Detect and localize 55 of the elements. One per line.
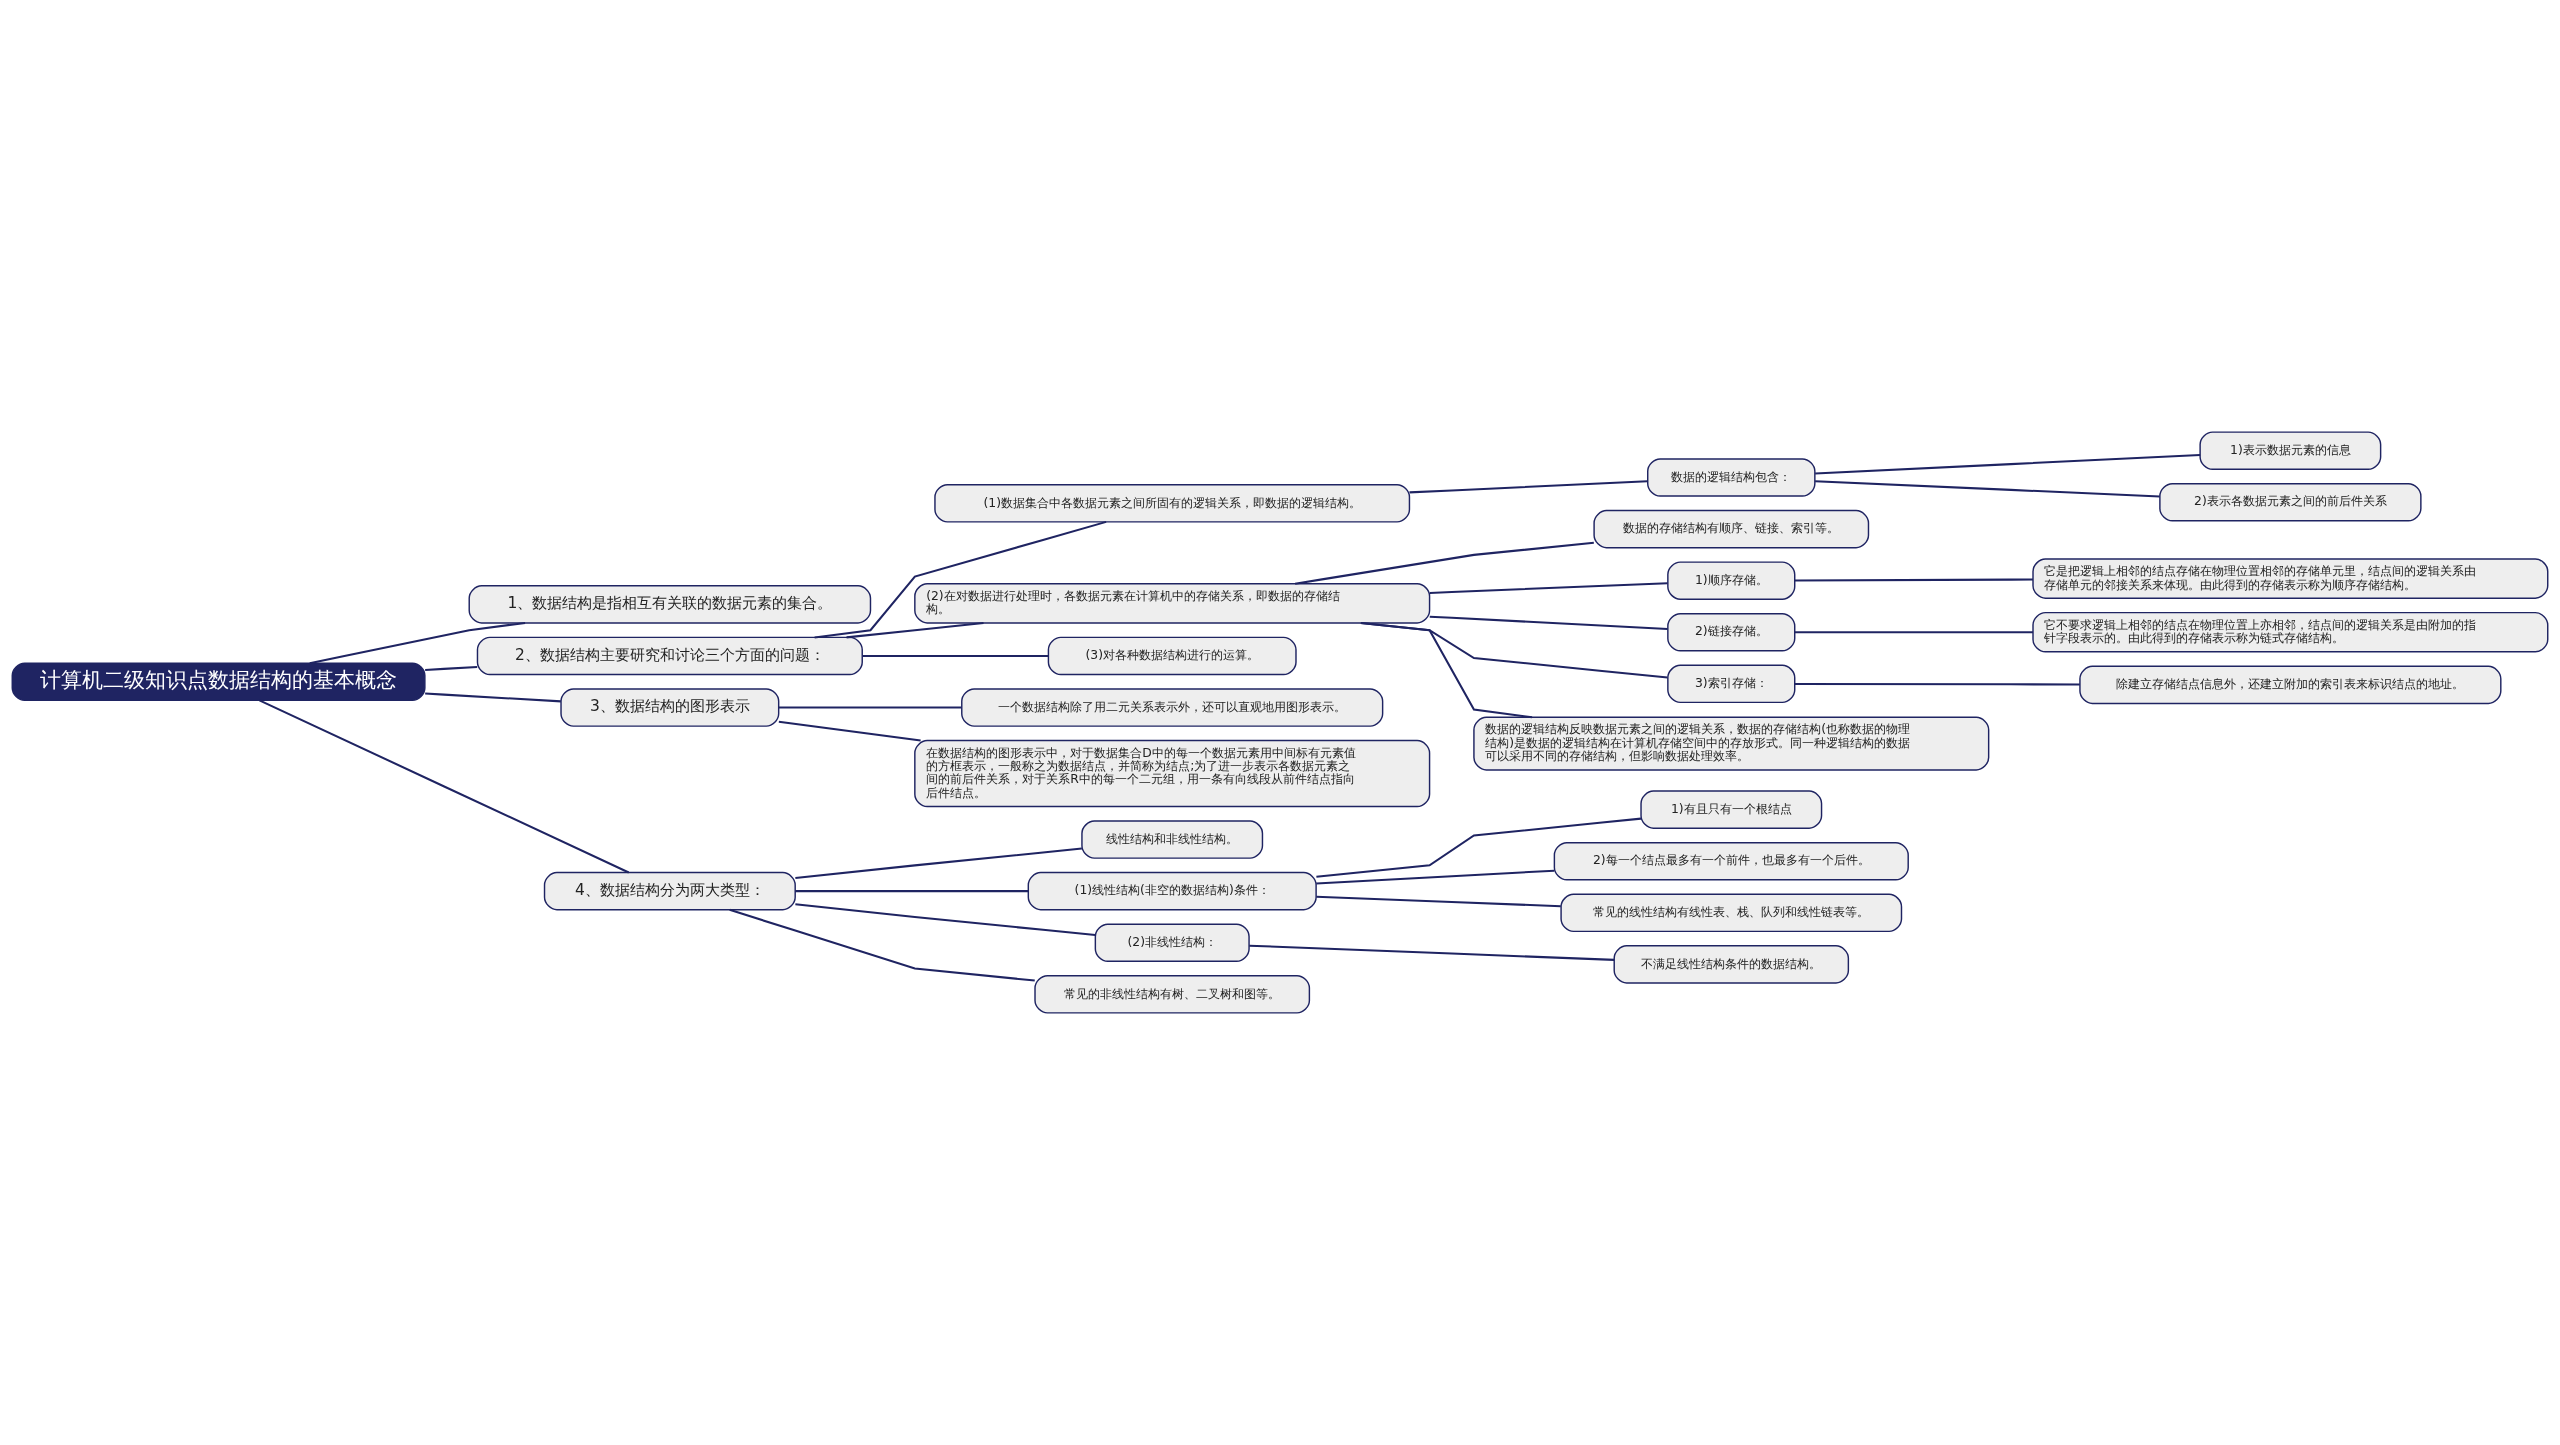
connector xyxy=(814,520,1107,639)
node-box: 3、数据结构的图形表示 xyxy=(560,688,780,727)
node-box: 1)有且只有一个根结点 xyxy=(1640,790,1823,829)
node-box: (1)数据集合中各数据元素之间所固有的逻辑关系，即数据的逻辑结构。 xyxy=(934,484,1411,523)
connector xyxy=(1815,453,2201,475)
connector xyxy=(729,908,1035,982)
node-box: 它是把逻辑上相邻的结点存储在物理位置相邻的存储单元里，结点间的逻辑关系由存储单元的邻接关系来体现。由此得到的存储表示称为顺序存储结构。 xyxy=(2032,558,2549,599)
connector xyxy=(1316,869,1555,885)
node-box: 2)链接存储。 xyxy=(1667,612,1796,652)
connector xyxy=(1249,944,1615,961)
connector xyxy=(425,665,478,671)
node-box: 数据的逻辑结构反映数据元素之间的逻辑关系，数据的存储结构(也称数据的物理结构)是数据的逻辑结构在计算机存储空间中的存放形式。同一种逻辑结构的数据可以采用不同的存储结构，但影响数据处理效率。 xyxy=(1473,716,1990,771)
node-box: 数据的逻辑结构包含： xyxy=(1647,458,1816,497)
connector xyxy=(259,699,630,874)
connector xyxy=(846,621,984,639)
connector xyxy=(1794,631,2033,634)
node-box: (2)非线性结构： xyxy=(1094,923,1250,962)
node-box: 不满足线性结构条件的数据结构。 xyxy=(1613,945,1850,984)
node-box: 2)表示各数据元素之间的前后件关系 xyxy=(2159,482,2422,522)
connector xyxy=(1294,541,1594,585)
node-box: 2)每一个结点最多有一个前件，也最多有一个后件。 xyxy=(1553,841,1909,881)
connector xyxy=(1815,480,2160,498)
node-box: 数据的存储结构有顺序、链接、索引等。 xyxy=(1593,509,1870,549)
connector xyxy=(795,890,1028,893)
connector xyxy=(1360,621,1533,719)
connector xyxy=(1429,615,1668,630)
node-box: 它不要求逻辑上相邻的结点在物理位置上亦相邻，结点间的逻辑关系是由附加的指针字段表示的。由此得到的存储表示称为链式存储结构。 xyxy=(2032,611,2549,653)
node-box: 一个数据结构除了用二元关系表示外，还可以直观地用图形表示。 xyxy=(961,688,1384,727)
connector xyxy=(1409,480,1648,494)
connector xyxy=(795,903,1096,937)
connector xyxy=(425,692,561,703)
node-box: 计算机二级知识点数据结构的基本概念 xyxy=(11,662,426,702)
connector xyxy=(862,654,1049,657)
connector xyxy=(1794,578,2033,582)
node-box: 在数据结构的图形表示中，对于数据集合D中的每一个数据元素用中间标有元素值的方框表示，一般称之为数据结点，并简称为结点;为了进一步表示各数据元素之间的前后件关系，对于关系R中的每一个二元组，用一条有向线段从前件结点指向后件结点。 xyxy=(914,739,1431,808)
node-box: 1)顺序存储。 xyxy=(1667,561,1796,600)
node-box: 1、数据结构是指相互有关联的数据元素的集合。 xyxy=(468,585,872,624)
connector xyxy=(778,720,921,742)
node-box: 3)索引存储： xyxy=(1667,664,1796,704)
node-box: 除建立存储结点信息外，还建立附加的索引表来标识结点的地址。 xyxy=(2079,665,2502,705)
node-box: 1)表示数据元素的信息 xyxy=(2199,431,2382,470)
node-box: 常见的线性结构有线性表、栈、队列和线性链表等。 xyxy=(1560,893,1903,933)
node-box: 线性结构和非线性结构。 xyxy=(1081,820,1264,859)
node-box: 常见的非线性结构有树、二叉树和图等。 xyxy=(1034,975,1311,1014)
node-box: (2)在对数据进行处理时，各数据元素在计算机中的存储关系，即数据的存储结构。 xyxy=(914,583,1431,624)
connector xyxy=(1316,895,1561,908)
connector xyxy=(795,847,1082,879)
connector xyxy=(1429,582,1668,594)
node-box: 2、数据结构主要研究和讨论三个方面的问题： xyxy=(476,636,863,676)
connector xyxy=(778,706,962,709)
node-box: 4、数据结构分为两大类型： xyxy=(543,871,796,911)
node-box: (3)对各种数据结构进行的运算。 xyxy=(1047,636,1297,676)
node-box: (1)线性结构(非空的数据结构)条件： xyxy=(1027,871,1317,911)
connector xyxy=(1316,817,1642,878)
connector xyxy=(1794,682,2080,686)
